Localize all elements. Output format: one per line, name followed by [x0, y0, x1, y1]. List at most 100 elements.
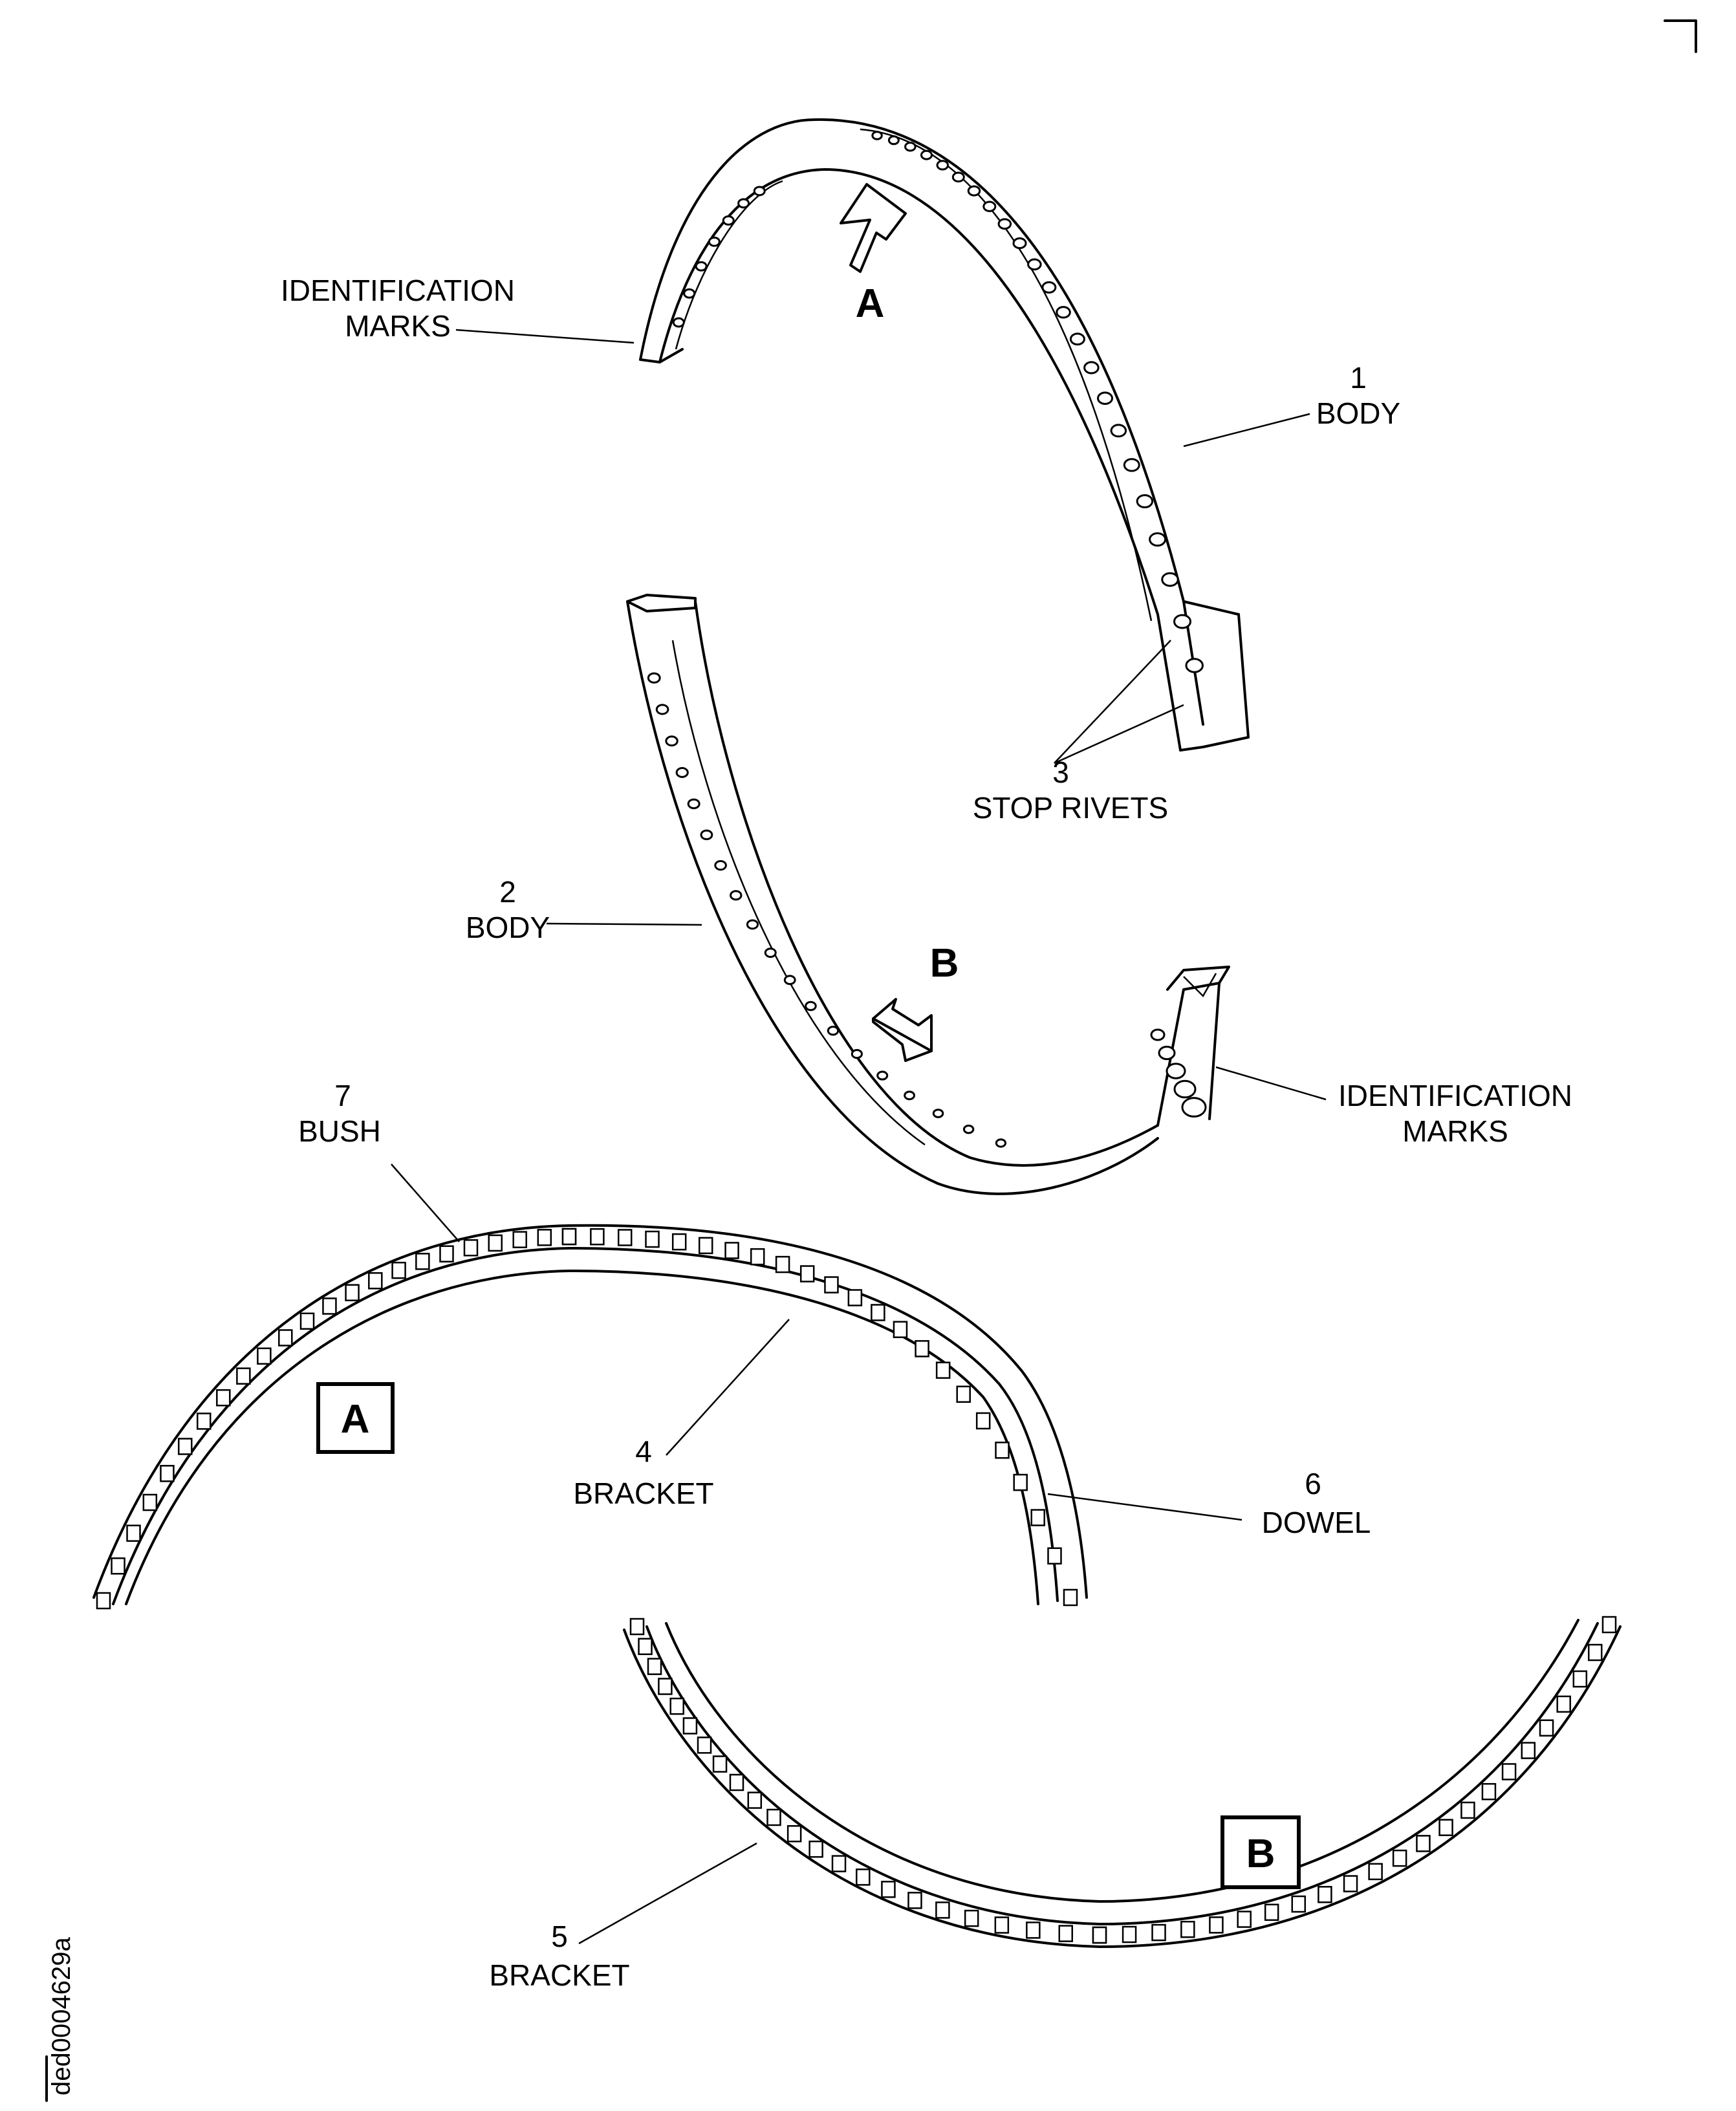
view-b-bush — [766, 1808, 781, 1826]
body-1-hole — [753, 186, 766, 197]
id-marks-top-line2: MARKS — [345, 309, 451, 343]
view-b-label-box: B — [1221, 1815, 1301, 1889]
dowel-item-number: 6 — [1305, 1467, 1321, 1500]
view-b-bush — [831, 1855, 847, 1872]
body-2-hole — [730, 890, 743, 901]
body-1-holes — [672, 131, 1204, 673]
view-b-bush — [1237, 1911, 1252, 1928]
view-b-bracket-ring — [623, 1619, 1622, 1948]
body-2-hole — [647, 672, 661, 684]
view-a-bush — [1013, 1473, 1028, 1491]
view-a-bush — [111, 1557, 125, 1575]
view-b-bush — [1460, 1801, 1475, 1819]
body-1-hole — [1185, 658, 1204, 673]
view-a-bush — [935, 1361, 951, 1379]
view-a-bush — [488, 1234, 503, 1252]
view-a-bush — [345, 1284, 360, 1301]
body-1-hole — [1110, 424, 1127, 438]
view-b-bush — [1180, 1920, 1195, 1938]
view-a-bush — [160, 1465, 175, 1482]
view-b-bush — [1026, 1922, 1041, 1939]
id-marks-bottom-line1: IDENTIFICATION — [1338, 1079, 1572, 1112]
view-b-bush — [747, 1792, 763, 1809]
body-1-hole — [904, 142, 917, 152]
body-1-hole — [1136, 494, 1154, 508]
body-1-hole — [982, 200, 997, 212]
body-2-hole — [904, 1090, 915, 1101]
bracket-5-label: BRACKET — [489, 1958, 629, 1992]
body-1-hole — [1083, 361, 1100, 374]
view-a-bush — [126, 1524, 141, 1542]
view-a-bush — [915, 1340, 929, 1358]
body-2-hole — [995, 1138, 1007, 1148]
bracket-4-item-number: 4 — [635, 1434, 652, 1468]
view-a-bush — [391, 1261, 406, 1279]
view-a-bush — [415, 1253, 430, 1270]
view-a-bush — [178, 1438, 193, 1455]
body-1-hole — [1056, 306, 1071, 319]
body-1-hole — [722, 215, 735, 226]
body-2-hole — [687, 798, 700, 810]
view-a-bush — [775, 1255, 790, 1273]
view-b-bush — [1601, 1616, 1617, 1634]
view-a-bush — [463, 1239, 479, 1257]
body-1-item-number: 1 — [1350, 361, 1367, 395]
view-b-bush — [1209, 1916, 1224, 1934]
view-b-bush — [935, 1901, 950, 1919]
view-b-bush — [1092, 1926, 1107, 1944]
view-b-bushes — [629, 1616, 1617, 1944]
view-a-bush — [893, 1321, 908, 1338]
view-a-bush — [1030, 1509, 1045, 1526]
body-2-hole — [1173, 1079, 1197, 1099]
view-b-bush — [638, 1638, 653, 1656]
id-marks-top-line1: IDENTIFICATION — [281, 274, 515, 307]
view-a-bush — [537, 1229, 552, 1246]
body-2-hole — [746, 919, 759, 930]
id-marks-bottom-line2: MARKS — [1402, 1114, 1508, 1148]
view-b-bush — [856, 1868, 871, 1886]
view-b-bush — [1058, 1925, 1073, 1942]
view-b-bush — [964, 1909, 979, 1927]
body-2-hole — [675, 767, 689, 778]
body-1-hole — [951, 171, 965, 183]
body-1-hole — [708, 236, 721, 247]
body-1-hole — [1123, 458, 1140, 472]
body-1-hole — [967, 185, 981, 197]
view-a-bush — [975, 1412, 991, 1430]
body-1-hole — [695, 261, 708, 272]
view-b-bush — [629, 1618, 645, 1636]
view-b-bush — [787, 1825, 802, 1843]
body-1-hole — [936, 160, 949, 171]
view-a-bush — [645, 1230, 660, 1248]
body-2-hole — [827, 1026, 840, 1036]
body-1-hole — [683, 288, 696, 299]
view-b-bush — [1343, 1875, 1358, 1892]
view-b-bush — [1416, 1835, 1431, 1852]
body-1-hole — [672, 317, 685, 328]
stop-rivets-label: STOP RIVETS — [973, 791, 1169, 825]
view-a-bush — [512, 1231, 527, 1248]
view-a-bush — [236, 1367, 251, 1385]
view-b-bush — [1572, 1670, 1588, 1688]
body-1-hole — [1173, 614, 1192, 629]
body-2-hole — [700, 829, 713, 841]
bush-item-number: 7 — [334, 1079, 351, 1112]
body-2-hole — [1150, 1028, 1166, 1041]
view-b-bush — [682, 1717, 698, 1735]
body-1-hole — [1069, 332, 1085, 346]
view-b-bush — [1151, 1923, 1166, 1942]
view-a-bush — [257, 1347, 272, 1365]
view-b-bush — [669, 1697, 684, 1715]
body-2-label: BODY — [466, 911, 550, 944]
body-1-hole — [1012, 237, 1027, 250]
body-2-holes — [647, 672, 1207, 1148]
view-b-bush — [1291, 1895, 1307, 1913]
view-b-bush — [712, 1755, 728, 1773]
view-a-bush — [750, 1248, 765, 1266]
view-a-bracket-ring — [92, 1224, 1088, 1605]
view-b-bush — [1588, 1643, 1603, 1662]
body-1-hole — [997, 218, 1012, 230]
body-1-hole — [871, 131, 883, 140]
view-b-bush — [808, 1840, 823, 1858]
